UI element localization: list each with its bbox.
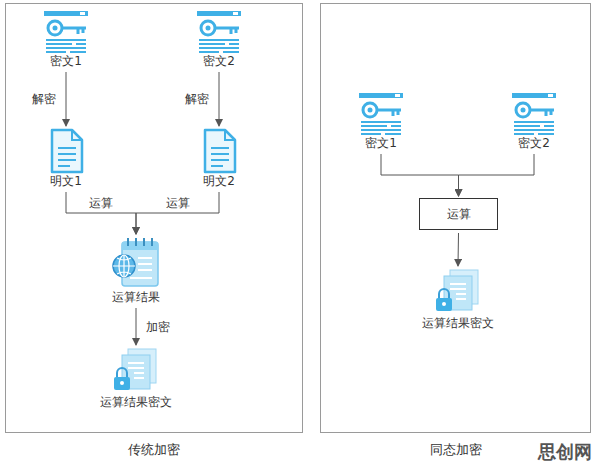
result-cipher-icon [112,347,160,395]
node-label: 运算 [447,207,471,222]
icon-node: 密文2 [178,10,260,69]
plaintext-icon [46,128,86,174]
node-label: 运算结果密文 [78,395,194,410]
connector-arrow [219,72,220,126]
node-label: 密文2 [178,54,260,69]
edge-label: 解密 [30,92,58,106]
edge-label: 运算 [87,196,115,210]
node-label: 明文2 [178,174,260,189]
node-label: 密文1 [340,136,422,151]
connector-arrow [66,192,136,234]
plaintext-icon [199,128,239,174]
icon-node: 密文2 [493,92,575,151]
cipher-icon [357,92,405,136]
connector-arrow [458,233,460,266]
icon-node: 密文1 [25,10,107,69]
result-icon [108,236,164,290]
node-label: 运算结果密文 [400,316,516,331]
connector-arrow [136,308,137,345]
node-label: 明文1 [25,174,107,189]
process-box: 运算 [419,198,498,230]
panel: 同态加密密文1密文2运算运算结果密文 [320,3,591,433]
icon-node: 运算结果密文 [78,347,194,410]
node-label: 运算结果 [88,290,184,305]
cipher-icon [510,92,558,136]
panel: 传统加密密文1密文2明文1明文2运算结果运算结果密文 [5,3,303,433]
edge-label: 加密 [144,320,172,334]
edge-label: 解密 [183,92,211,106]
icon-node: 运算结果 [88,236,184,305]
connector-arrow [381,154,459,196]
connector-arrow [66,72,67,126]
watermark: 思创网 [538,440,592,464]
edge-label: 运算 [164,196,192,210]
connector-arrow [136,192,219,234]
icon-node: 明文1 [25,128,107,189]
icon-node: 明文2 [178,128,260,189]
cipher-icon [42,10,90,54]
node-label: 密文2 [493,136,575,151]
icon-node: 运算结果密文 [400,268,516,331]
icon-node: 密文1 [340,92,422,151]
node-label: 密文1 [25,54,107,69]
connector-arrow [459,154,535,196]
panel-caption: 传统加密 [6,441,302,459]
cipher-icon [195,10,243,54]
result-cipher-icon [434,268,482,316]
